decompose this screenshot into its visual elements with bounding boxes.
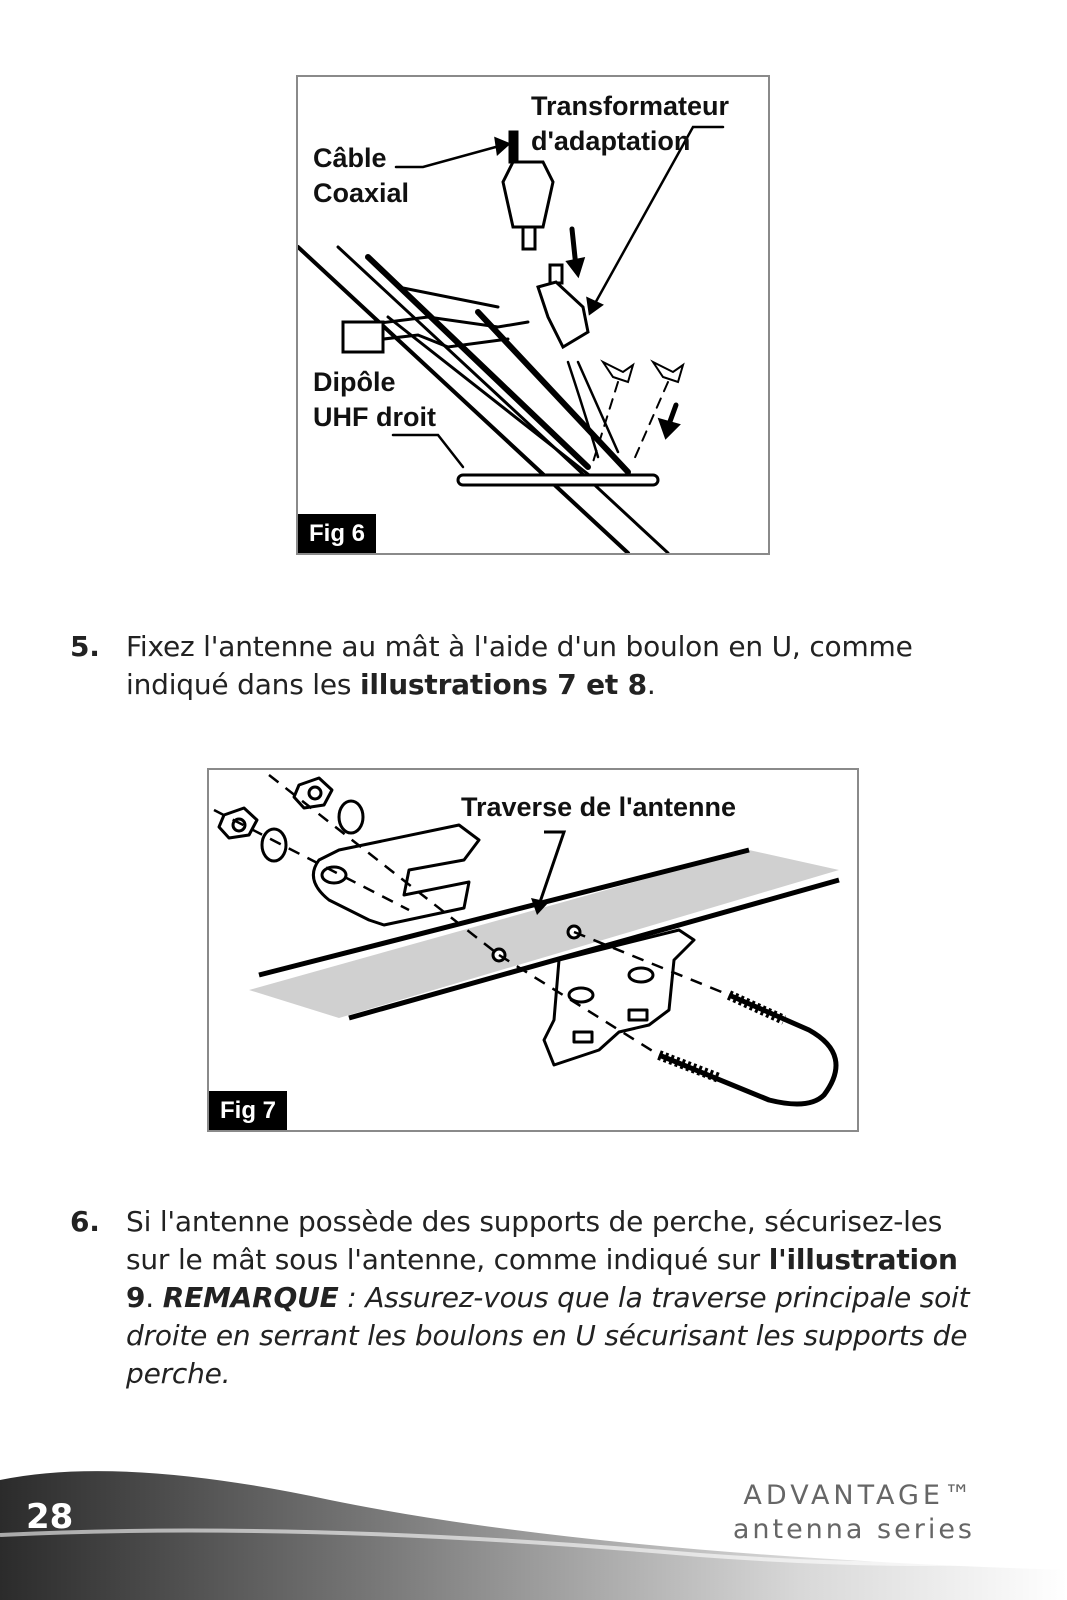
step-5: 5. Fixez l'antenne au mât à l'aide d'un … (70, 628, 990, 704)
figure-7-illustration (213, 774, 840, 1107)
step-5-number: 5. (70, 630, 100, 663)
figure-6-tag: Fig 6 (298, 514, 377, 553)
brand-antenna-series: antenna series (732, 1514, 975, 1545)
label-dipole-uhf: Dipôle UHF droit (313, 367, 436, 432)
step-6-remarque: REMARQUE (162, 1281, 339, 1314)
step-5-text-end: . (646, 668, 656, 701)
step-6: 6. Si l'antenne possède des supports de … (70, 1203, 990, 1393)
figure-6: Transformateur d'adaptation Câble Coaxia… (296, 75, 770, 555)
step-6-text-part: Si l'antenne possède des supports de per… (126, 1205, 943, 1276)
step-6-text: Si l'antenne possède des supports de per… (126, 1203, 990, 1393)
label-cable-coaxial: Câble Coaxial (313, 143, 410, 208)
step-6-note: : Assurez-vous que la traverse principal… (126, 1281, 970, 1390)
step-5-text-part: Fixez l'antenne au mât à l'aide d'un bou… (126, 630, 913, 701)
step-6-text-mid: . (145, 1281, 163, 1314)
figure-7: Traverse de l'antenne Fig 7 (207, 768, 859, 1132)
figure-7-tag: Fig 7 (209, 1091, 288, 1130)
label-traverse: Traverse de l'antenne (461, 792, 737, 822)
brand-advantage: ADVANTAGE™ (743, 1480, 975, 1511)
step-5-bold: illustrations 7 et 8 (360, 668, 647, 701)
page-number: 28 (26, 1497, 74, 1537)
step-6-number: 6. (70, 1205, 100, 1238)
step-5-text: Fixez l'antenne au mât à l'aide d'un bou… (126, 628, 990, 704)
step-6-bold: l'illustration 9 (126, 1243, 958, 1314)
figure-6-illustration (298, 125, 725, 553)
label-transformateur: Transformateur d'adaptation (531, 91, 730, 156)
footer-swoosh (0, 1471, 1067, 1600)
